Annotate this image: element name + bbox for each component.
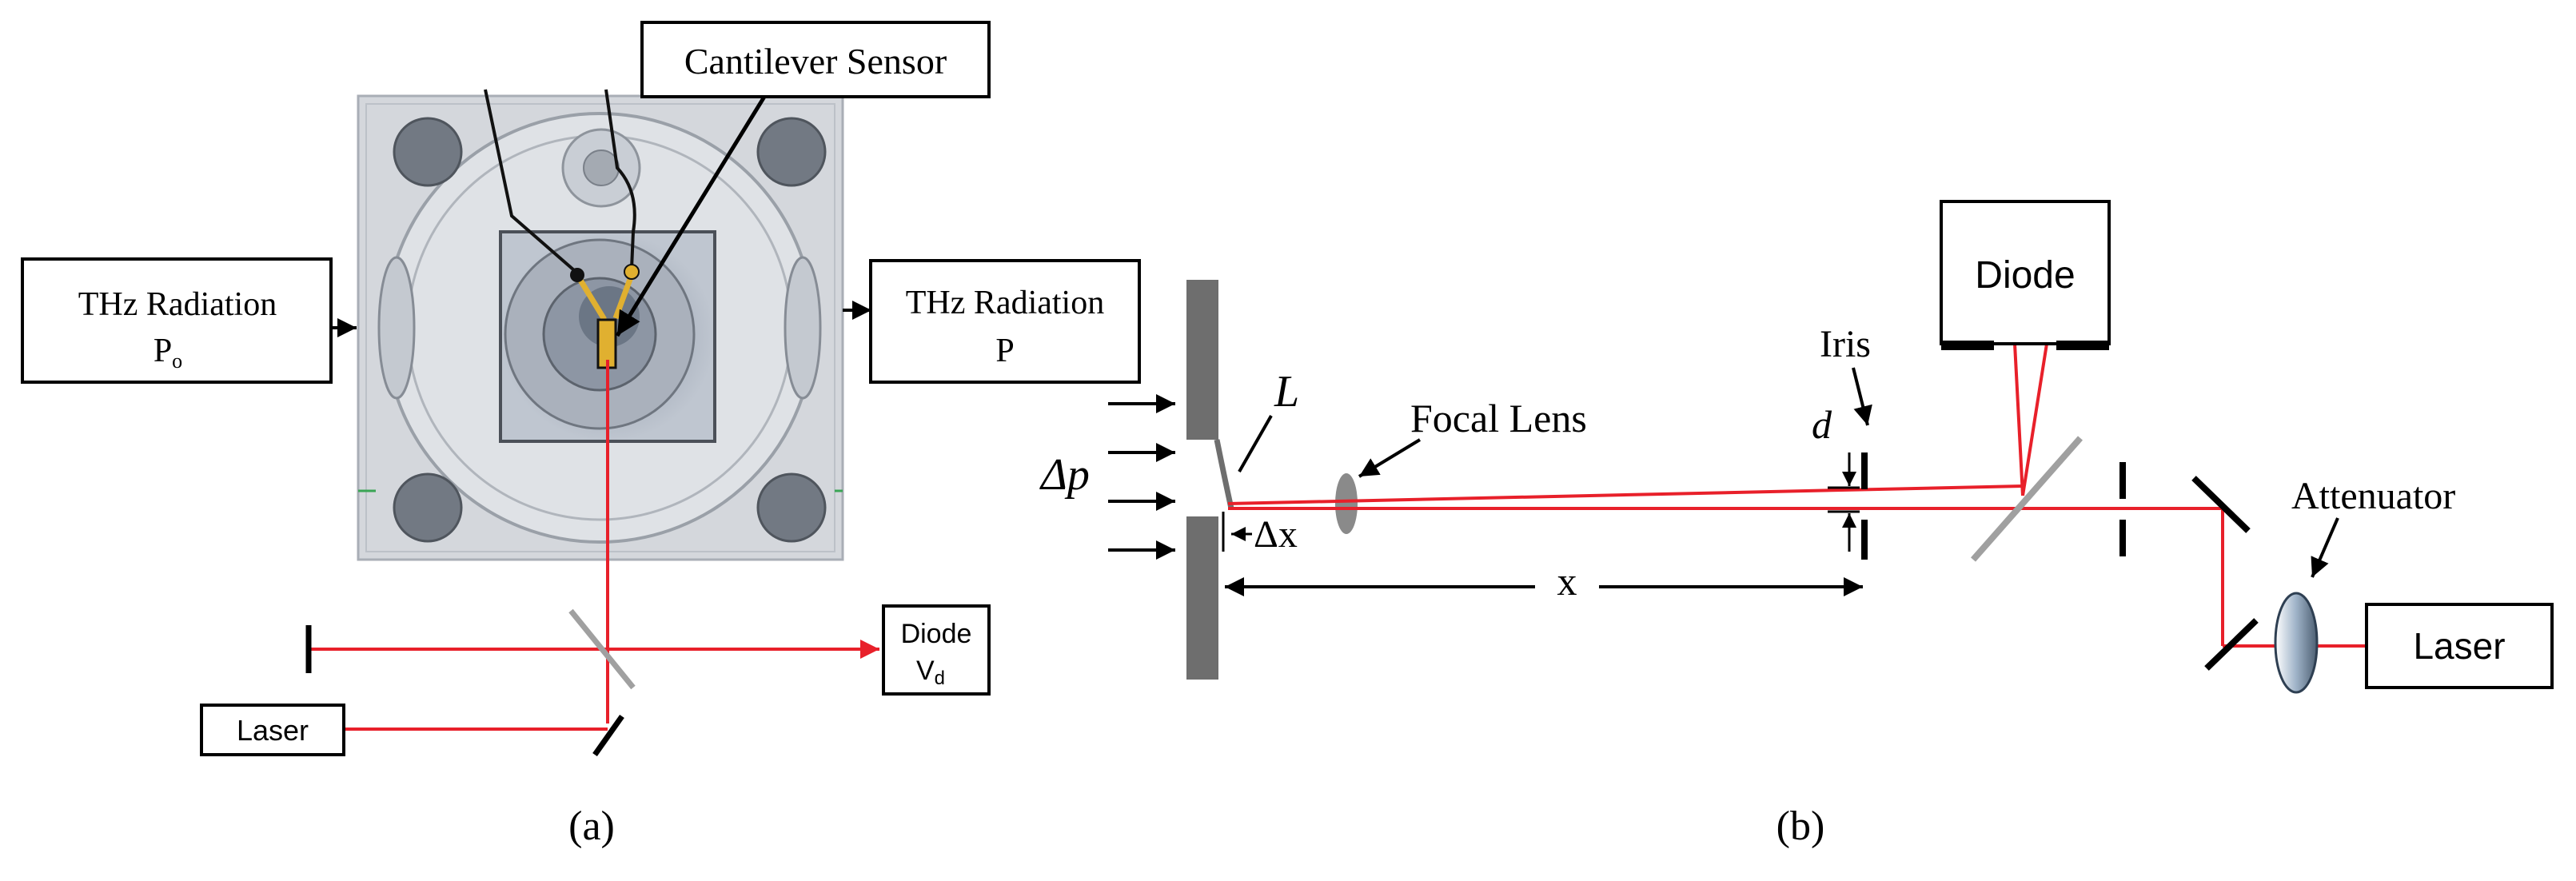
x-label: x — [1557, 559, 1577, 604]
beam-to-diode-1 — [2013, 343, 2024, 496]
diode-foot-right — [2056, 341, 2109, 350]
attenuator-pointer — [2311, 517, 2339, 578]
L-label: L — [1274, 367, 1299, 417]
laser-box — [2365, 603, 2554, 689]
cantilever-sensor-label: Cantilever Sensor — [684, 41, 947, 82]
laser-label: Laser — [2413, 625, 2505, 667]
caption-b: (b) — [1776, 803, 1825, 849]
mirror-lower-icon — [2204, 618, 2259, 671]
delta-p-label: Δp — [1039, 450, 1090, 500]
iris-pointer — [1852, 367, 1872, 426]
beam-to-diode-2 — [2021, 343, 2048, 496]
diode-voltage: Vd — [916, 656, 945, 689]
thz-output-label: THz Radiation — [906, 285, 1104, 321]
panel-a: Cantilever Sensor THz Radiation Po THz R… — [21, 21, 1141, 849]
mirror-icon — [592, 714, 624, 757]
bolt-hole-icon — [393, 117, 463, 187]
caption-a: (a) — [568, 803, 615, 849]
focal-lens-label: Focal Lens — [1410, 396, 1587, 440]
attenuator-icon — [2274, 592, 2319, 694]
panel-b: Δp L Δx x Focal Lens Iris d — [1039, 200, 2554, 849]
attenuator-label: Attenuator — [2291, 475, 2455, 517]
d-label: d — [1812, 402, 1832, 447]
thz-output-box — [869, 259, 1141, 384]
bolt-hole-icon — [756, 117, 827, 187]
sensor-housing — [357, 89, 844, 561]
chip-wall-lower — [1186, 516, 1218, 680]
thz-input-box — [21, 257, 333, 384]
mirror-upper-icon — [2191, 476, 2251, 533]
beam-reflected — [1227, 484, 2024, 505]
cantilever-icon — [1214, 439, 1234, 509]
iris-label: Iris — [1820, 323, 1871, 365]
cantilever-sensor-box — [640, 21, 991, 98]
L-pointer — [1238, 415, 1273, 472]
diode-box — [1940, 200, 2111, 345]
laser-label: Laser — [237, 714, 309, 747]
focal-lens-pointer — [1358, 438, 1422, 478]
diode-box — [882, 604, 991, 696]
focal-lens-icon — [1335, 473, 1358, 534]
bolt-hole-icon — [756, 472, 827, 543]
diode-foot-left — [1941, 341, 1994, 350]
diode-label: Diode — [901, 619, 972, 649]
beamsplitter-icon — [1970, 436, 2084, 562]
thz-input-power: Po — [154, 333, 182, 373]
thz-input-label: THz Radiation — [78, 286, 277, 323]
delta-x-label: Δx — [1254, 513, 1298, 556]
beamsplitter-icon — [568, 608, 636, 690]
laser-box — [200, 704, 345, 756]
bolt-hole-icon — [393, 472, 463, 543]
cantilever-pointer-arrow — [615, 95, 767, 337]
thz-output-power: P — [995, 333, 1014, 369]
diode-label: Diode — [1975, 254, 2075, 297]
chip-wall-upper — [1186, 280, 1218, 440]
